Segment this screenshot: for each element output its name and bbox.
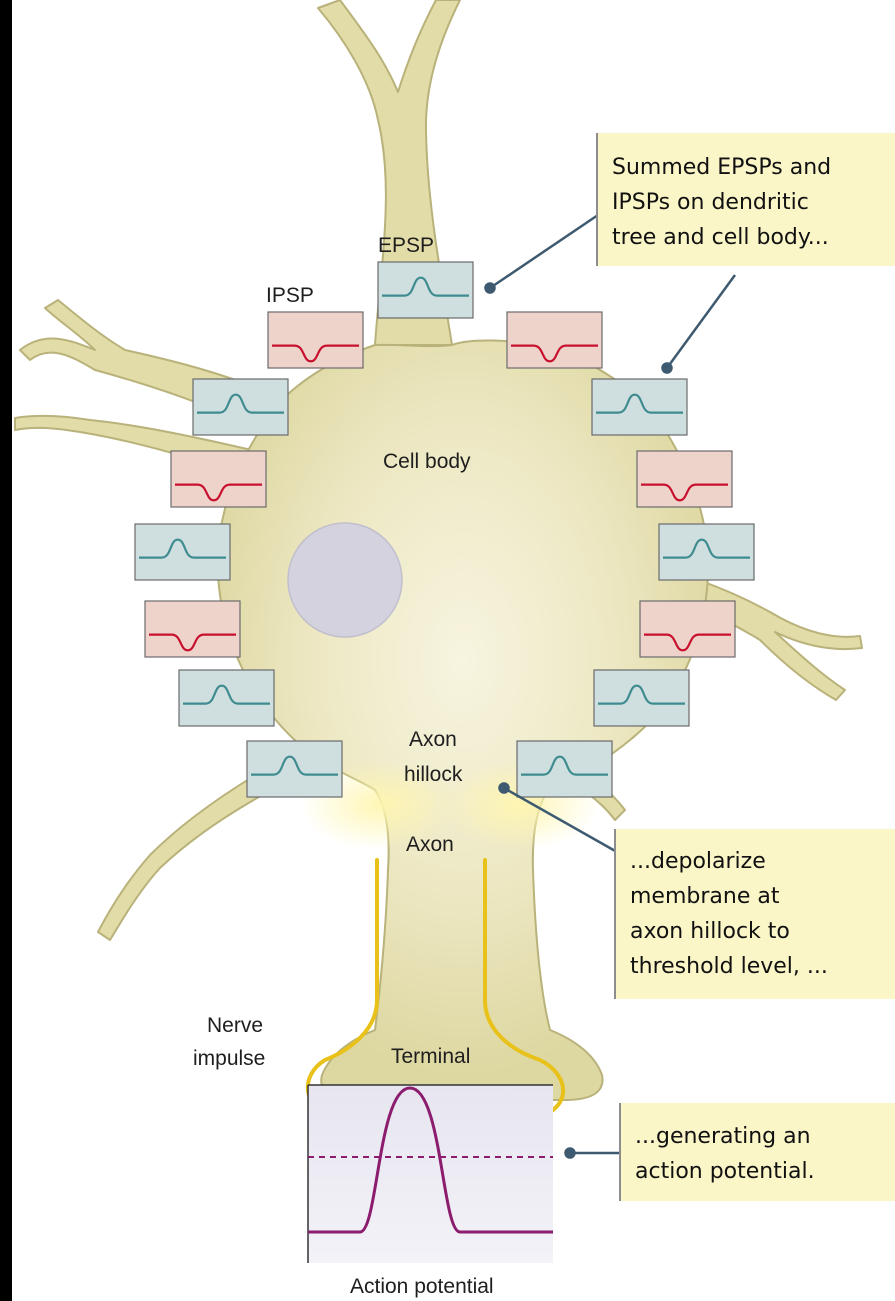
epsp-box-left-1 bbox=[193, 379, 288, 435]
callout-summed: Summed EPSPs and IPSPs on dendritic tree… bbox=[597, 133, 895, 266]
callout-depolarize: ...depolarize membrane at axon hillock t… bbox=[615, 829, 895, 999]
callout-summed-line3: tree and cell body... bbox=[612, 225, 829, 250]
callout-generating-line2: action potential. bbox=[635, 1159, 815, 1184]
ipsp-box-right-2 bbox=[637, 451, 732, 507]
epsp-box-right-6 bbox=[517, 741, 612, 797]
label-action-potential: Action potential bbox=[350, 1275, 494, 1298]
label-axon-hillock-2: hillock bbox=[404, 763, 463, 786]
pointer-dot-4 bbox=[566, 1149, 575, 1158]
potential-box-frame bbox=[193, 379, 288, 435]
callout-depolarize-line4: threshold level, ... bbox=[630, 954, 828, 979]
epsp-box-left-6 bbox=[247, 741, 342, 797]
ipsp-box-left-4 bbox=[145, 601, 240, 657]
epsp-box-top bbox=[378, 262, 473, 318]
callout-depolarize-line3: axon hillock to bbox=[630, 919, 790, 944]
potential-box-frame bbox=[247, 741, 342, 797]
label-terminal: Terminal bbox=[391, 1045, 470, 1068]
nucleus bbox=[288, 523, 402, 637]
label-epsp: EPSP bbox=[378, 234, 434, 257]
label-axon-hillock-1: Axon bbox=[409, 728, 457, 751]
label-cell-body: Cell body bbox=[383, 450, 471, 473]
epsp-box-left-5 bbox=[179, 670, 274, 726]
potential-box-frame bbox=[517, 741, 612, 797]
epsp-box-right-1 bbox=[592, 379, 687, 435]
callout-depolarize-line1: ...depolarize bbox=[630, 849, 766, 874]
potential-box-frame bbox=[659, 524, 754, 580]
callout-summed-line1: Summed EPSPs and bbox=[612, 155, 831, 180]
callout-depolarize-line2: membrane at bbox=[630, 884, 780, 909]
potential-box-frame bbox=[378, 262, 473, 318]
label-axon: Axon bbox=[406, 833, 454, 856]
epsp-box-right-3 bbox=[659, 524, 754, 580]
ipsp-box-left-2 bbox=[171, 451, 266, 507]
epsp-box-left-3 bbox=[135, 524, 230, 580]
ipsp-box-right-4 bbox=[640, 601, 735, 657]
potential-box-frame bbox=[592, 379, 687, 435]
pointer-dot-3 bbox=[500, 784, 509, 793]
potential-box-frame bbox=[594, 670, 689, 726]
label-nerve-impulse-1: Nerve bbox=[207, 1014, 263, 1037]
pointer-dot-2 bbox=[663, 364, 672, 373]
potential-box-frame bbox=[179, 670, 274, 726]
epsp-box-right-5 bbox=[594, 670, 689, 726]
callout-summed-line2: IPSPs on dendritic bbox=[612, 190, 809, 215]
action-potential-panel bbox=[308, 1085, 553, 1263]
ipsp-box-upper-right bbox=[507, 312, 602, 368]
pointer-dot-1 bbox=[486, 284, 495, 293]
callout-generating: ...generating an action potential. bbox=[620, 1103, 895, 1201]
potential-box-frame bbox=[135, 524, 230, 580]
label-nerve-impulse-2: impulse bbox=[193, 1047, 265, 1070]
callout-generating-line1: ...generating an bbox=[635, 1124, 811, 1149]
ipsp-box-upper-left bbox=[268, 312, 363, 368]
label-ipsp: IPSP bbox=[266, 284, 314, 307]
